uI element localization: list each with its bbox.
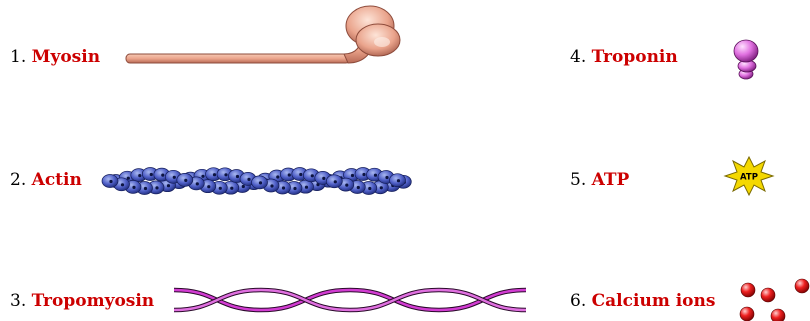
actin-bead-dot (276, 175, 279, 178)
actin-bead-dot (224, 173, 227, 176)
actin-bead-dot (293, 187, 296, 190)
calcium-ions-label: 6. Calcium ions (570, 291, 715, 311)
calcium-ions-icon (738, 278, 810, 321)
tropomyosin-label: 3. Tropomyosin (10, 291, 154, 311)
atp-name: ATP (592, 170, 630, 190)
actin-bead-dot (397, 179, 400, 182)
actin-bead-dot (236, 175, 239, 178)
myosin-label: 1. Myosin (10, 47, 100, 67)
actin-number: 2. (10, 170, 26, 190)
actin-bead-dot (247, 178, 250, 181)
actin-bead-dot (288, 173, 291, 176)
tropomyosin-strand-icon (172, 282, 528, 318)
actin-bead-dot (138, 174, 141, 177)
actin-bead-dot (161, 174, 164, 177)
actin-bead-dot (121, 183, 124, 186)
actin-bead-dot (201, 175, 204, 178)
tropomyosin-name: Tropomyosin (32, 291, 155, 311)
actin-name: Actin (32, 170, 82, 190)
actin-bead-dot (282, 186, 285, 189)
actin-bead-dot (357, 186, 360, 189)
actin-bead-dot (173, 176, 176, 179)
tropomyosin-number: 3. (10, 291, 26, 311)
actin-bead-dot (259, 181, 262, 184)
actin-bead-dot (184, 179, 187, 182)
actin-bead-dot (155, 186, 158, 189)
atp-number: 5. (570, 170, 586, 190)
actin-bead-dot (351, 174, 354, 177)
actin-label: 2. Actin (10, 170, 82, 190)
actin-bead-dot (368, 187, 371, 190)
troponin-number: 4. (570, 47, 586, 67)
actin-bead-dot (322, 177, 325, 180)
troponin-label: 4. Troponin (570, 47, 678, 67)
atp-label: 5. ATP (570, 170, 629, 190)
actin-filament-icon (100, 160, 410, 200)
atp-star-text: ATP (740, 173, 758, 183)
actin-bead-dot (270, 184, 273, 187)
actin-bead-dot (362, 173, 365, 176)
actin-bead-dot (150, 173, 153, 176)
actin-bead-dot (299, 173, 302, 176)
actin-bead-dot (196, 182, 199, 185)
troponin-icon (732, 38, 762, 82)
actin-bead-dot (230, 187, 233, 190)
actin-bead-dot (385, 176, 388, 179)
myosin-icon (124, 2, 406, 74)
actin-bead-dot (207, 185, 210, 188)
actin-bead-dot (242, 185, 245, 188)
actin-bead-dot (213, 173, 216, 176)
actin-bead-dot (334, 180, 337, 183)
atp-star-icon: ATP (724, 156, 774, 196)
actin-bead-dot (374, 174, 377, 177)
actin-bead-dot (305, 186, 308, 189)
calcium-ions-number: 6. (570, 291, 586, 311)
calcium-ions-name: Calcium ions (592, 291, 716, 311)
myosin-number: 1. (10, 47, 26, 67)
actin-bead-dot (167, 184, 170, 187)
actin-bead-dot (380, 186, 383, 189)
actin-bead-dot (311, 174, 314, 177)
troponin-name: Troponin (592, 47, 678, 67)
actin-bead-dot (132, 186, 135, 189)
actin-bead-dot (109, 180, 112, 183)
actin-bead-dot (144, 187, 147, 190)
actin-bead-dot (219, 187, 222, 190)
myosin-name: Myosin (32, 47, 100, 67)
actin-bead-dot (345, 184, 348, 187)
